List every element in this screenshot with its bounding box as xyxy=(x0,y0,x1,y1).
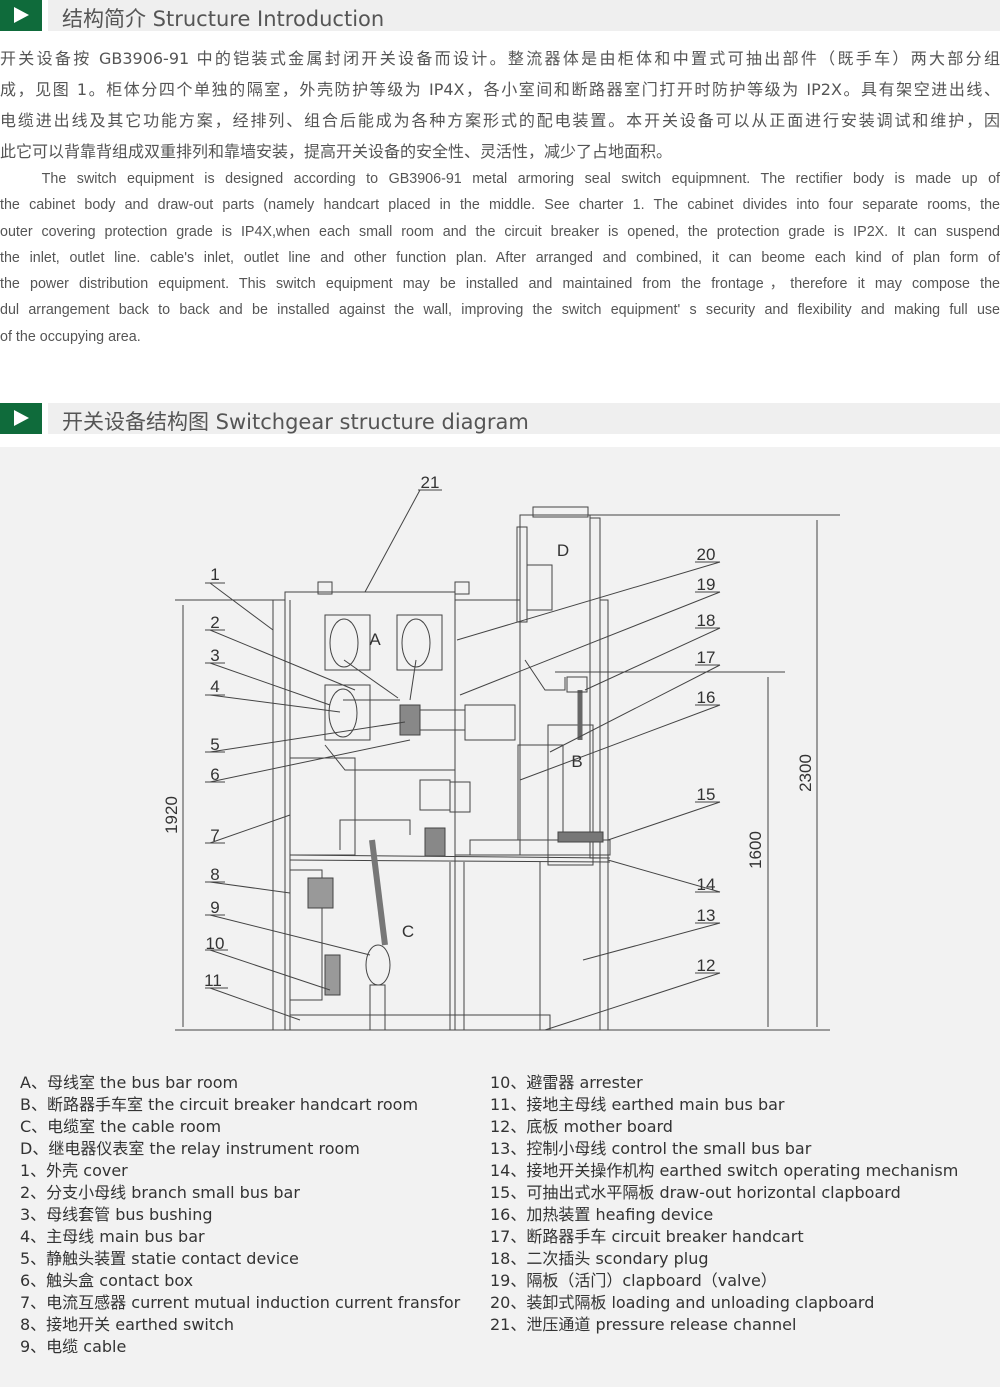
callout-number: 3 xyxy=(210,646,219,665)
section-title: 结构简介 Structure Introduction xyxy=(62,7,385,31)
legend-item: 16、加热装置 heafing device xyxy=(490,1205,714,1224)
dimension-label: 2300 xyxy=(796,754,815,792)
section-header-structure: 结构简介 Structure Introduction xyxy=(0,0,1000,31)
callout-number: 16 xyxy=(697,688,716,707)
legend-item: B、断路器手车室 the circuit breaker handcart ro… xyxy=(20,1095,419,1114)
callout-number: 9 xyxy=(210,898,219,917)
callout-number: 6 xyxy=(210,765,219,784)
legend-item: D、继电器仪表室 the relay instrument room xyxy=(20,1139,360,1158)
legend-item: 19、隔板（活门）clapboard（valve） xyxy=(490,1271,777,1290)
legend-item: 6、触头盒 contact box xyxy=(20,1271,194,1290)
paragraph-line: of the occupying area. xyxy=(0,328,141,345)
legend-item: 17、断路器手车 circuit breaker handcart xyxy=(490,1227,804,1246)
callout-number: 12 xyxy=(697,956,716,975)
legend-item: 9、电缆 cable xyxy=(20,1337,127,1356)
dimension-label: 1600 xyxy=(746,831,765,869)
section-header-diagram: 开关设备结构图 Switchgear structure diagram xyxy=(0,403,1000,434)
paragraph-line: 此它可以背靠背组成双重排列和靠墙安装，提高开关设备的安全性、灵活性，减少了占地面… xyxy=(0,142,673,161)
legend-item: 14、接地开关操作机构 earthed switch operating mec… xyxy=(490,1161,959,1180)
callout-number: 19 xyxy=(697,575,716,594)
legend-item: 3、母线套管 bus bushing xyxy=(20,1205,213,1224)
paragraph-line: dul arrangement back to back and be inst… xyxy=(0,302,1000,319)
callout-number: 8 xyxy=(210,865,219,884)
callout-number: 17 xyxy=(697,648,716,667)
callout-number: 15 xyxy=(697,785,716,804)
legend-item: 18、二次插头 scondary plug xyxy=(490,1249,709,1268)
section-title: 开关设备结构图 Switchgear structure diagram xyxy=(62,410,529,434)
paragraph-line: 开关设备按 GB3906-91 中的铠装式金属封闭开关设备而设计。整流器体是由柜… xyxy=(0,49,1000,68)
callout-number: 2 xyxy=(210,613,219,632)
legend-item: 8、接地开关 earthed switch xyxy=(20,1315,235,1334)
callout-number: 18 xyxy=(697,611,716,630)
legend-item: 12、底板 mother board xyxy=(490,1117,673,1136)
legend-item: 15、可抽出式水平隔板 draw-out horizontal clapboar… xyxy=(490,1183,901,1202)
legend-item: A、母线室 the bus bar room xyxy=(20,1073,239,1092)
room-label: B xyxy=(571,752,582,771)
play-arrow-icon xyxy=(0,403,42,434)
play-arrow-icon xyxy=(0,0,42,31)
dimension-label: 1920 xyxy=(162,796,181,834)
switchgear-diagram: 123456789101112131415161718192021ABCD192… xyxy=(162,473,840,1031)
room-label: C xyxy=(402,922,414,941)
paragraph-line: 成，见图 1。柜体分四个单独的隔室，外壳防护等级为 IP4X，各小室间和断路器室… xyxy=(0,80,1000,99)
paragraph-line: The switch equipment is designed accordi… xyxy=(0,171,1000,187)
paragraph-line: the power distribution equipment. This s… xyxy=(0,276,1000,293)
legend-item: 20、装卸式隔板 loading and unloading clapboard xyxy=(490,1293,875,1312)
paragraph-line: the inlet, outlet line. cable's inlet, o… xyxy=(0,249,1000,266)
callout-number: 1 xyxy=(210,565,219,584)
callout-number: 5 xyxy=(210,735,219,754)
room-label: A xyxy=(369,630,381,649)
diagram-panel xyxy=(0,447,1000,1387)
legend-item: 4、主母线 main bus bar xyxy=(20,1227,205,1246)
callout-number: 20 xyxy=(697,545,716,564)
callout-number: 21 xyxy=(421,473,440,492)
legend-item: 13、控制小母线 control the small bus bar xyxy=(490,1139,812,1158)
legend-item: 2、分支小母线 branch small bus bar xyxy=(20,1183,300,1202)
intro-paragraph-en: The switch equipment is designed accordi… xyxy=(0,166,1000,350)
paragraph-line: 电缆进出线及其它功能方案，经排列、组合后能成为各种方案形式的配电装置。本开关设备… xyxy=(0,111,1000,130)
callout-number: 14 xyxy=(697,875,716,894)
legend-item: C、电缆室 the cable room xyxy=(20,1117,222,1136)
callout-number: 4 xyxy=(210,677,219,696)
legend-item: 10、避雷器 arrester xyxy=(490,1073,643,1092)
callout-number: 11 xyxy=(204,971,222,990)
callout-number: 10 xyxy=(206,934,225,953)
room-label: D xyxy=(557,541,569,560)
legend-right: 10、避雷器 arrester 11、接地主母线 earthed main bus… xyxy=(490,1072,958,1336)
legend-item: 5、静触头装置 statie contact device xyxy=(20,1249,299,1268)
intro-paragraph-zh: 开关设备按 GB3906-91 中的铠装式金属封闭开关设备而设计。整流器体是由柜… xyxy=(0,43,1000,167)
legend-item: 11、接地主母线 earthed main bus bar xyxy=(490,1095,785,1114)
legend-item: 7、电流互感器 current mutual induction current… xyxy=(20,1293,461,1312)
callout-number: 7 xyxy=(210,826,219,845)
callout-number: 13 xyxy=(697,906,716,925)
legend-item: 21、泄压通道 pressure release channel xyxy=(490,1315,797,1334)
legend-item: 1、外壳 cover xyxy=(20,1161,128,1180)
paragraph-line: the cabinet body and draw-out parts (nam… xyxy=(0,197,1000,214)
paragraph-line: outer covering protection grade is IP4X,… xyxy=(0,223,1000,240)
